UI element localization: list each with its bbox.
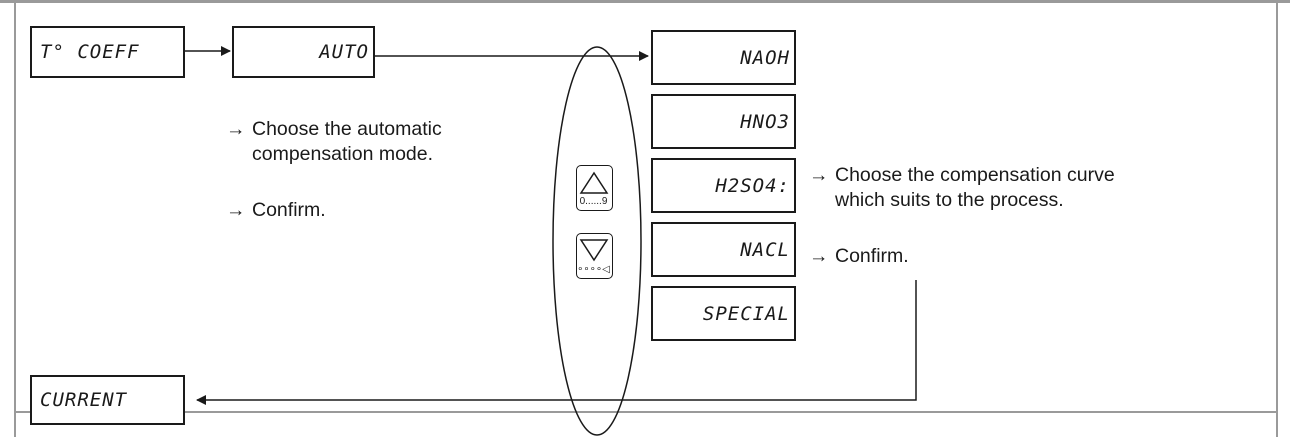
option-h2so4-text: H2SO4:: [715, 174, 790, 197]
note-confirm-left-text: Confirm.: [252, 199, 326, 221]
frame-left-border: [14, 0, 16, 437]
option-special-text: SPECIAL: [702, 302, 790, 325]
display-t-coeff[interactable]: T° COEFF: [30, 26, 185, 78]
note-choose-curve-line1: Choose the compensation curve: [835, 164, 1115, 186]
note-choose-auto: → Choose the automatic compensation mode.: [226, 117, 442, 167]
frame-top-border: [0, 0, 1290, 3]
right-arrow-icon: →: [226, 199, 246, 221]
note-choose-curve: → Choose the compensation curve which sui…: [809, 163, 1115, 213]
up-key-button[interactable]: 0......9: [576, 165, 613, 211]
display-current[interactable]: CURRENT: [30, 375, 185, 425]
note-choose-auto-line1: Choose the automatic: [252, 118, 442, 140]
triangle-up-icon: [579, 171, 609, 194]
display-option-special[interactable]: SPECIAL: [651, 286, 796, 341]
enter-arrow-icon: ∘∘∘∘◁: [577, 264, 610, 275]
note-confirm-right: → Confirm.: [809, 244, 909, 269]
up-key-label: 0......9: [579, 196, 608, 207]
note-choose-auto-line2: compensation mode.: [252, 143, 434, 165]
display-option-h2so4[interactable]: H2SO4:: [651, 158, 796, 213]
option-hno3-text: HNO3: [740, 110, 790, 133]
frame-bottom-border: [14, 411, 1278, 413]
option-naoh-text: NAOH: [740, 46, 790, 69]
right-arrow-icon: →: [226, 118, 246, 140]
display-current-text: CURRENT: [40, 389, 128, 411]
key-group-ellipse: [552, 46, 642, 436]
note-choose-curve-line2: which suits to the process.: [835, 189, 1064, 211]
frame-right-border: [1276, 0, 1278, 437]
display-option-hno3[interactable]: HNO3: [651, 94, 796, 149]
right-arrow-icon: →: [809, 164, 829, 186]
display-t-coeff-text: T° COEFF: [40, 41, 140, 63]
option-nacl-text: NACL: [740, 238, 790, 261]
display-option-nacl[interactable]: NACL: [651, 222, 796, 277]
down-key-button[interactable]: ∘∘∘∘◁: [576, 233, 613, 279]
display-auto[interactable]: AUTO: [232, 26, 375, 78]
note-confirm-left: → Confirm.: [226, 198, 326, 223]
display-auto-text: AUTO: [319, 41, 369, 63]
right-arrow-icon: →: [809, 245, 829, 267]
arrow-confirm-to-current: [196, 280, 917, 405]
triangle-down-icon: [579, 239, 609, 262]
note-confirm-right-text: Confirm.: [835, 245, 909, 267]
display-option-naoh[interactable]: NAOH: [651, 30, 796, 85]
